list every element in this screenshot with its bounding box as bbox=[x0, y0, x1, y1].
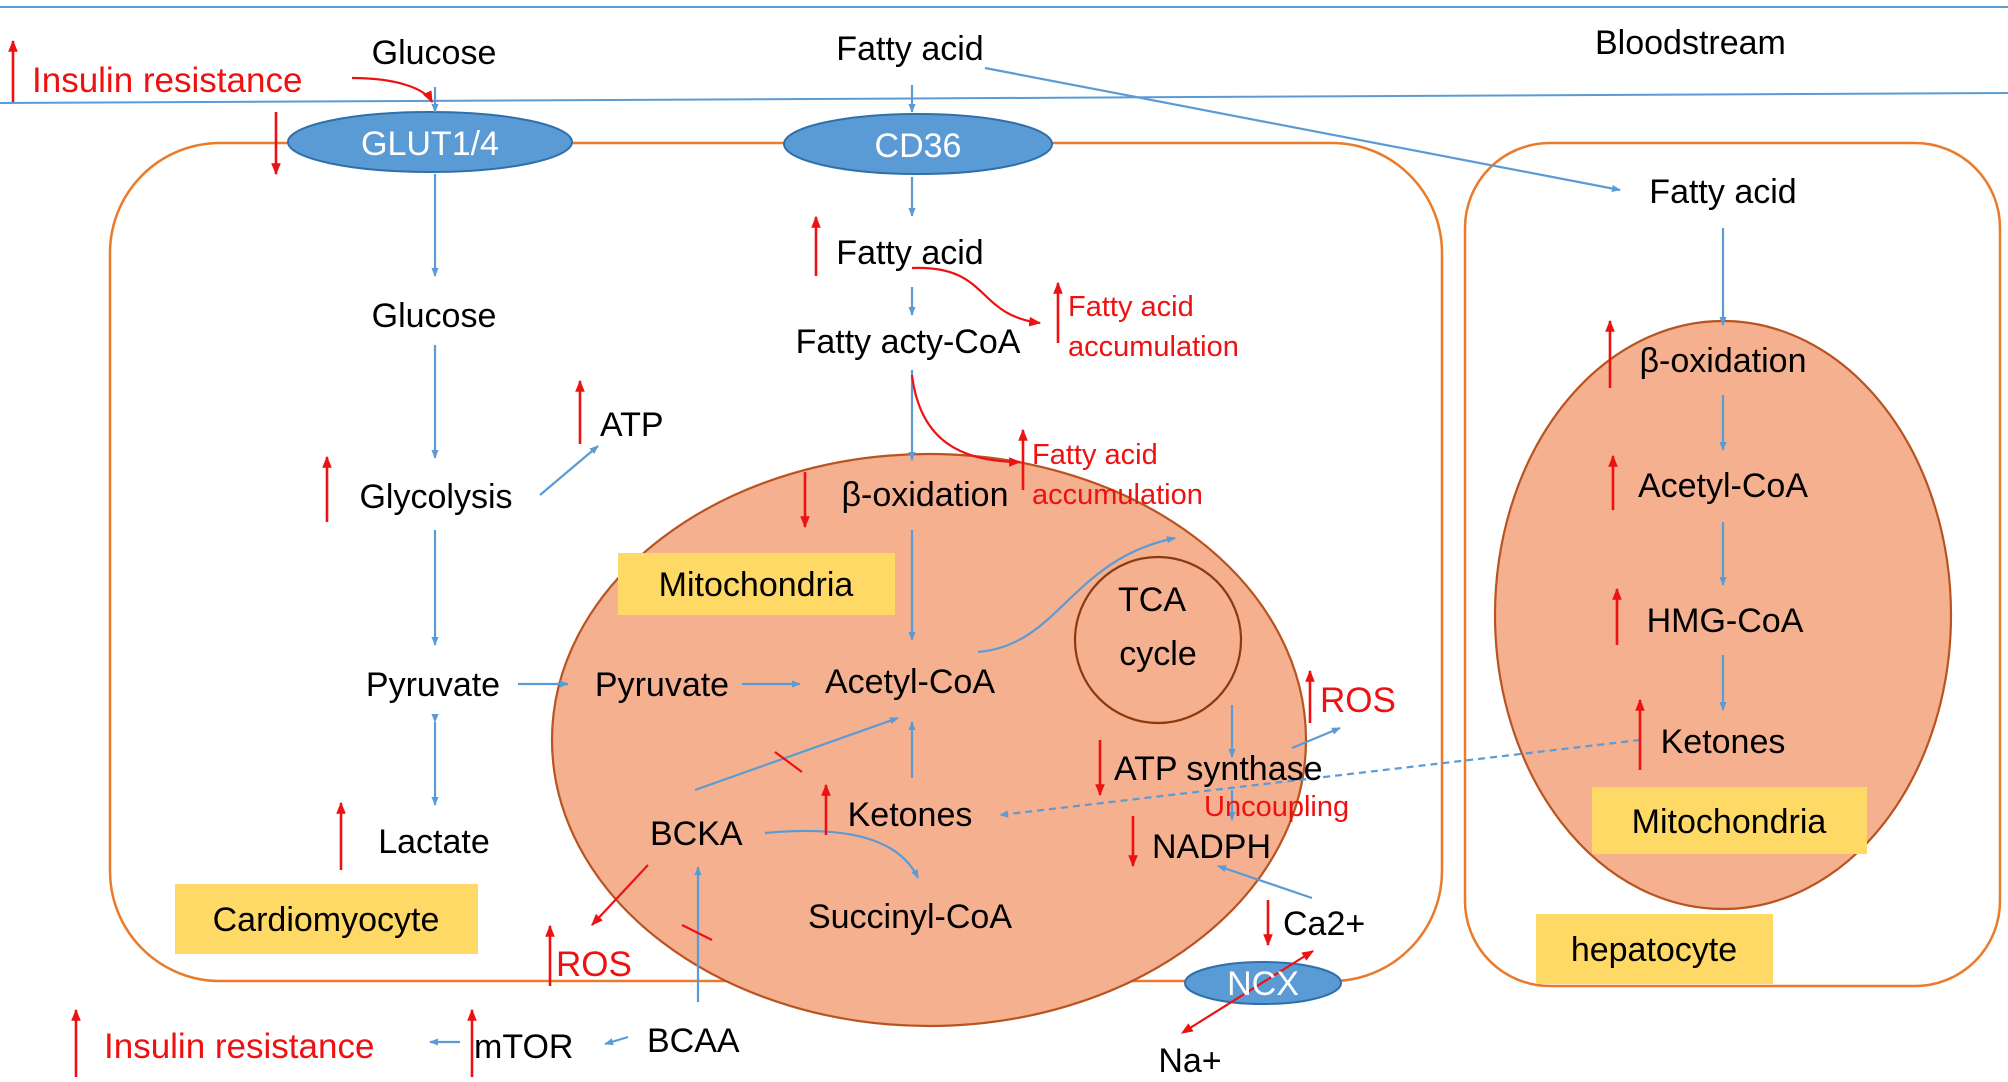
fa-accumulation-2-line1: Fatty acid bbox=[1032, 439, 1158, 471]
arrow-bcka-to-succinylcoa bbox=[764, 829, 919, 879]
ros-cyto-label: ROS bbox=[556, 945, 632, 984]
uncoupling-label: Uncoupling bbox=[1204, 791, 1349, 823]
ncx-label: NCX bbox=[1227, 965, 1299, 1003]
bcaa-label: BCAA bbox=[647, 1022, 740, 1060]
tca-label-line1: TCA bbox=[1118, 581, 1186, 619]
acetyl-coa-hep-label: Acetyl-CoA bbox=[1638, 467, 1808, 505]
mitochondria-hep-box bbox=[1592, 787, 1867, 854]
bloodstream-label: Bloodstream bbox=[1595, 24, 1786, 62]
inhibition-mark-bcka bbox=[774, 751, 803, 773]
arrow-fa-blood-to-hepatocyte bbox=[984, 66, 1621, 193]
pyruvate-cyto-label: Pyruvate bbox=[366, 666, 500, 704]
ca2-label: Ca2+ bbox=[1283, 905, 1365, 943]
fa-accumulation-2-line2: accumulation bbox=[1032, 479, 1203, 511]
hepatocyte-membrane bbox=[1463, 141, 2002, 988]
beta-oxidation-cardio-label: β-oxidation bbox=[842, 476, 1009, 514]
arrow-insulin-resistance-to-glut bbox=[351, 76, 433, 104]
fatty-acid-hep-label: Fatty acid bbox=[1649, 173, 1796, 211]
arrow-bcka-to-ros bbox=[591, 864, 649, 926]
fatty-acid-blood-label: Fatty acid bbox=[836, 30, 983, 68]
cardiomyocyte-box bbox=[175, 884, 478, 954]
cardio-mitochondrion bbox=[550, 452, 1308, 1028]
fatty-acyl-coa-label: Fatty acty-CoA bbox=[796, 323, 1021, 361]
atp-synthase-label: ATP synthase bbox=[1114, 750, 1323, 788]
fatty-acid-cell-label: Fatty acid bbox=[836, 234, 983, 272]
hepatocyte-label: hepatocyte bbox=[1571, 931, 1737, 969]
na-label: Na+ bbox=[1158, 1042, 1221, 1080]
fa-accumulation-1-line1: Fatty acid bbox=[1068, 291, 1194, 323]
cd36-transporter bbox=[783, 113, 1053, 175]
mitochondria-hep-label: Mitochondria bbox=[1632, 803, 1827, 841]
tca-cycle-circle bbox=[1073, 555, 1243, 725]
hepatocyte-box bbox=[1536, 914, 1773, 984]
succinyl-coa-label: Succinyl-CoA bbox=[808, 898, 1012, 936]
ros-mito-label: ROS bbox=[1320, 681, 1396, 720]
fa-accumulation-1-line2: accumulation bbox=[1068, 331, 1239, 363]
cd36-label: CD36 bbox=[875, 127, 962, 165]
lactate-label: Lactate bbox=[378, 823, 490, 861]
arrow-bcka-to-acetylcoa bbox=[694, 716, 899, 792]
arrow-ca-to-nadph bbox=[1217, 864, 1313, 900]
cardiomyocyte-label: Cardiomyocyte bbox=[213, 901, 440, 939]
glut-transporter bbox=[287, 111, 573, 173]
tca-label-line2: cycle bbox=[1119, 635, 1196, 673]
arrow-acetylcoa-to-tca bbox=[977, 536, 1176, 654]
arrow-ncx-exchange bbox=[1180, 950, 1315, 1034]
arrow-fa-to-accumulation-1 bbox=[911, 266, 1042, 327]
atp-label: ATP bbox=[600, 406, 664, 444]
mitochondria-cardio-box bbox=[618, 553, 895, 615]
glucose-cell-label: Glucose bbox=[372, 297, 497, 335]
hmg-coa-label: HMG-CoA bbox=[1647, 602, 1804, 640]
ketones-hep-label: Ketones bbox=[1661, 723, 1786, 761]
mitochondria-cardio-label: Mitochondria bbox=[659, 566, 854, 604]
insulin-resistance-top-label: Insulin resistance bbox=[32, 61, 302, 100]
acetyl-coa-cardio-label: Acetyl-CoA bbox=[825, 663, 995, 701]
glucose-blood-label: Glucose bbox=[372, 34, 497, 72]
inhibition-mark-bcaa bbox=[681, 924, 713, 941]
glut-label: GLUT1/4 bbox=[361, 125, 499, 163]
bloodstream-boundary-line bbox=[0, 92, 2008, 104]
arrow-glycolysis-to-atp bbox=[539, 445, 599, 496]
arrow-bcaa-to-mtor bbox=[604, 1035, 629, 1046]
ketones-cardio-label: Ketones bbox=[848, 796, 973, 834]
arrow-acylcoa-to-accumulation-2 bbox=[910, 374, 1022, 467]
nadph-label: NADPH bbox=[1152, 828, 1271, 866]
mtor-label: mTOR bbox=[474, 1028, 573, 1066]
glycolysis-label: Glycolysis bbox=[359, 478, 512, 516]
arrow-atpsynthase-to-ros bbox=[1291, 726, 1341, 750]
beta-oxidation-hep-label: β-oxidation bbox=[1640, 342, 1807, 380]
insulin-resistance-bottom-label: Insulin resistance bbox=[104, 1027, 374, 1066]
bcka-label: BCKA bbox=[650, 815, 743, 853]
pyruvate-mito-label: Pyruvate bbox=[595, 666, 729, 704]
